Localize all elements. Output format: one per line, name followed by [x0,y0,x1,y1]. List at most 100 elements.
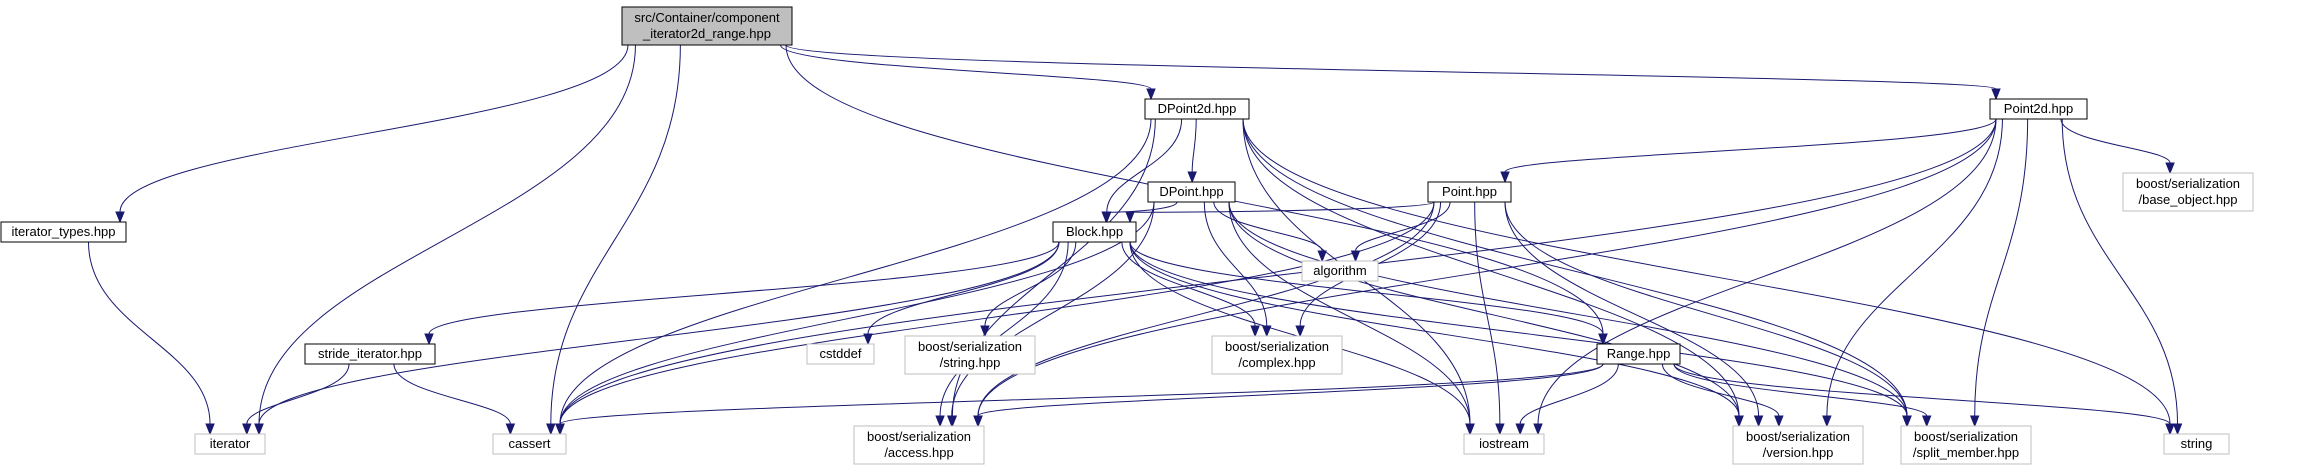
edge-line [1228,201,1908,417]
edge-line [559,118,1152,425]
node-root[interactable]: src/Container/component_iterator2d_range… [621,6,793,46]
edge-line [258,44,636,425]
edge-line [1974,118,2029,417]
edge-line [559,201,1435,425]
edge-line [393,363,511,425]
arrowhead [1515,423,1525,436]
node-label: cassert [509,436,551,451]
edge-line [2061,118,2179,425]
edge-line [428,241,1060,335]
arrowhead [1101,211,1111,224]
node-label: boost/serialization [1746,429,1850,444]
node-dp[interactable]: DPoint.hpp [1147,181,1236,203]
edge-line [1242,118,1740,417]
node-label: boost/serialization [2136,176,2240,191]
node-range[interactable]: Range.hpp [1596,343,1681,365]
edge-blk-to-range [1129,241,1608,346]
node-baseobj: boost/serialization/base_object.hpp [2122,172,2254,212]
edge-line [559,363,1604,425]
arrowhead [1465,423,1475,436]
edge-line [1673,363,1928,417]
edge-line [1191,118,1197,173]
node-label: cstddef [820,346,862,361]
node-box [194,433,266,455]
arrowhead [1250,325,1260,338]
edge-range-to-iostream [1515,363,1619,436]
edge-line [1129,241,1604,335]
edge-line [984,241,1077,327]
node-string: string [2163,433,2230,455]
edge-range-to-split [1673,363,1932,428]
arrowhead [1495,423,1505,436]
arrowhead [1262,325,1272,338]
node-box [304,343,436,365]
arrowhead [1774,415,1784,428]
node-dp2d[interactable]: DPoint2d.hpp [1144,98,1250,120]
edge-dp2d-to-access [947,118,1156,428]
edge-line [1106,118,1183,213]
node-layer: src/Container/component_iterator2d_range… [0,6,2254,465]
node-box [1211,335,1343,375]
node-label: Range.hpp [1607,346,1671,361]
node-label: Point2d.hpp [2004,101,2073,116]
edge-root-to-p2d [785,44,2001,101]
arrowhead [1921,415,1932,428]
node-label: iterator_types.hpp [11,224,115,239]
arrowhead [1500,171,1510,184]
edge-line [1355,201,1451,252]
edge-line [1129,241,1740,417]
edge-line [258,241,1060,425]
node-box [1463,433,1545,455]
node-cassert: cassert [492,433,567,455]
node-label: /complex.hpp [1238,355,1315,370]
arrowhead [1753,415,1764,428]
edge-stride-to-cassert [393,363,516,436]
node-blk[interactable]: Block.hpp [1052,221,1137,243]
edge-line [1242,118,2171,425]
node-box [2122,172,2254,212]
edge-range-to-version [1661,363,1784,428]
arrowhead [2165,423,2175,436]
edge-line [1203,201,1268,327]
node-itypes[interactable]: iterator_types.hpp [0,221,127,243]
node-access: boost/serialization/access.hpp [853,425,985,465]
arrowhead [935,415,945,428]
edge-line [1519,363,1619,425]
node-label: string [2181,436,2213,451]
edge-dp-to-access [946,201,1155,428]
edge-line [119,44,629,213]
edge-line [1504,118,1997,173]
edge-dp-to-algo [1213,201,1327,263]
node-pt[interactable]: Point.hpp [1427,181,1512,203]
node-box [1596,343,1681,365]
edge-pt-to-access [973,201,1435,428]
edge-root-to-dp2d [780,44,1156,101]
edge-line [1504,201,1908,417]
edge-pt-to-iostream [1474,201,1505,436]
node-label: iterator [210,436,251,451]
arrowhead [505,423,516,436]
arrowhead [946,415,957,428]
edge-line [780,44,1152,90]
edge-pt-to-cassert [555,201,1435,436]
edge-blk-to-cstddef [863,241,1060,346]
edge-line [1673,363,2171,425]
node-p2d[interactable]: Point2d.hpp [1989,98,2088,120]
arrowhead [1533,423,1543,436]
node-box [1144,98,1250,120]
edge-stride-to-iter [242,363,350,436]
node-iter: iterator [194,433,266,455]
edge-p2d-to-split [1969,118,2029,428]
arrowhead [1734,415,1744,428]
edge-line [1129,241,1908,417]
edge-pt-to-version [1504,201,1764,428]
arrowhead [1146,88,1156,101]
arrowhead [980,325,990,338]
node-stride[interactable]: stride_iterator.hpp [304,343,436,365]
node-label: /string.hpp [940,355,1001,370]
edge-dp2d-to-dp [1187,118,1197,184]
node-label: stride_iterator.hpp [318,346,422,361]
edge-blk-to-version [1129,241,1744,428]
node-label: Block.hpp [1066,224,1123,239]
